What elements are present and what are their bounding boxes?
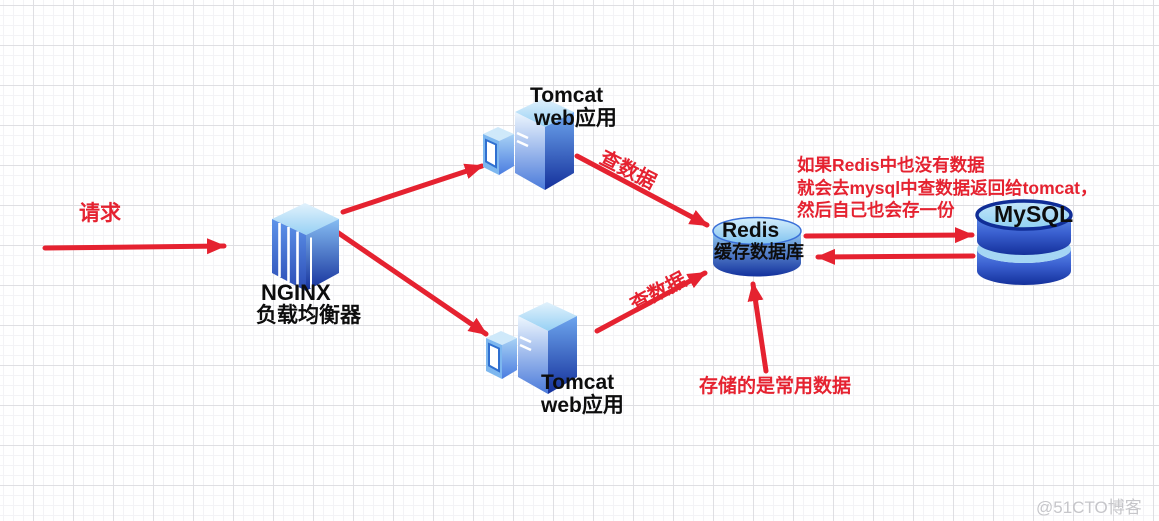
nginx-server-icon [272, 203, 339, 291]
arrow-tomcat-bottom-to-redis [594, 270, 708, 334]
mysql-note: 如果Redis中也没有数据 就会去mysql中查数据返回给tomcat， 然后自… [797, 154, 1097, 222]
watermark: @51CTO博客 [1036, 498, 1142, 517]
arrow-note-to-redis [747, 281, 769, 374]
arrow-request-to-nginx [42, 238, 227, 255]
tomcat-top-subtitle: web应用 [534, 107, 617, 130]
arrow-tomcat-top-to-redis [574, 153, 710, 228]
redis-cylinder-icon [712, 216, 802, 277]
arrow-nginx-to-tomcat-top [340, 163, 485, 215]
mysql-note-line3: 然后自己也会存一份 [797, 200, 955, 220]
mysql-title: MySQL [994, 201, 1074, 227]
tomcat-top-title: Tomcat [530, 84, 604, 107]
mysql-database-icon [975, 199, 1073, 285]
redis-title: Redis [722, 219, 780, 242]
nginx-subtitle: 负载均衡器 [256, 304, 361, 327]
tomcat-bottom-title: Tomcat [541, 371, 615, 394]
arrow-redis-to-mysql [803, 227, 975, 244]
redis-subtitle: 缓存数据库 [714, 242, 804, 262]
nginx-title: NGINX [261, 280, 331, 305]
mysql-note-line2: 就会去mysql中查数据返回给tomcat， [797, 177, 1098, 198]
mysql-note-line1: 如果Redis中也没有数据 [797, 155, 985, 175]
tomcat-bottom-subtitle: web应用 [541, 394, 624, 417]
arrow-mysql-to-redis [815, 248, 976, 265]
arrow-nginx-to-tomcat-bottom [334, 229, 489, 337]
request-label: 请求 [79, 202, 121, 225]
arrows [42, 153, 976, 374]
redis-note: 存储的是常用数据 [699, 376, 852, 397]
